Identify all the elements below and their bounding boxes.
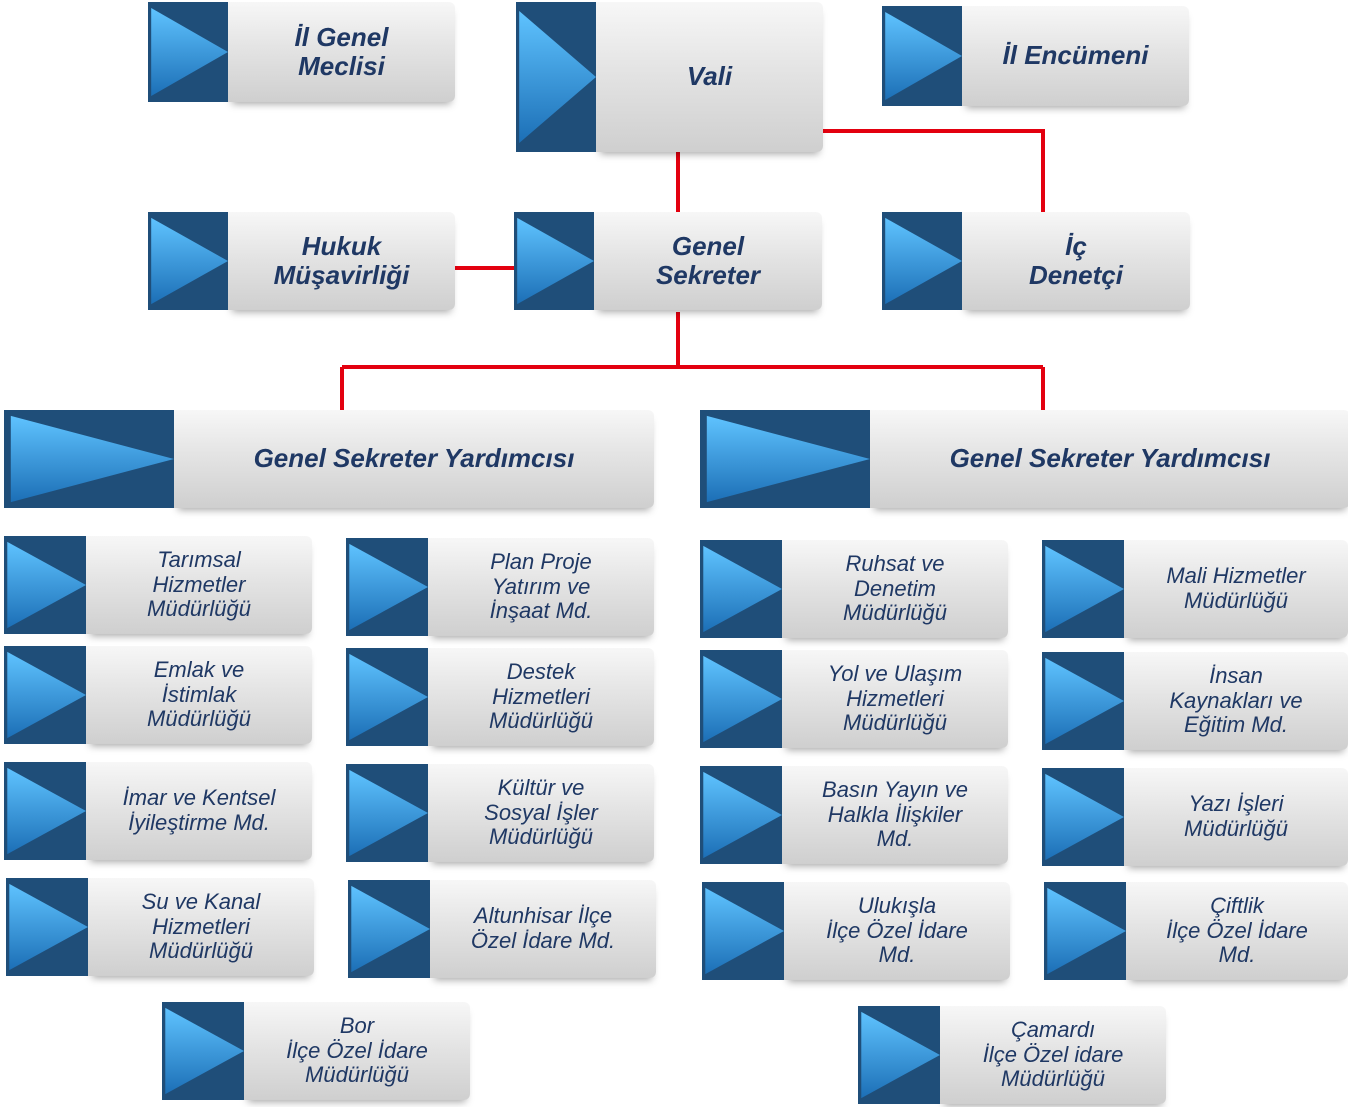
genel-sekreter-yardimcisi-right-box: Genel Sekreter Yardımcısı xyxy=(700,410,1348,508)
il-encumeni-label: İl Encümeni xyxy=(1002,40,1149,71)
vali-box: Vali xyxy=(516,2,823,152)
mali-hizmetler-label: Mali Hizmetler Müdürlüğü xyxy=(1166,563,1306,613)
ulukisla-box: Ulukışla İlçe Özel İdare Md. xyxy=(702,882,1010,980)
triangle-play-icon xyxy=(4,536,86,634)
triangle-play-icon xyxy=(858,1006,940,1104)
yol-ulasim-box: Yol ve Ulaşım Hizmetleri Müdürlüğü xyxy=(700,650,1008,748)
triangle-play-icon xyxy=(1042,540,1124,638)
genel-sekreter-yardimcisi-right-label: Genel Sekreter Yardımcısı xyxy=(949,443,1271,474)
ciftlik-box: Çiftlik İlçe Özel İdare Md. xyxy=(1044,882,1348,980)
yol-ulasim-label: Yol ve Ulaşım Hizmetleri Müdürlüğü xyxy=(827,661,963,736)
camardi-label: Çamardı İlçe Özel idare Müdürlüğü xyxy=(982,1017,1124,1092)
il-encumeni-box: İl Encümeni xyxy=(882,6,1189,106)
triangle-play-icon xyxy=(516,2,596,152)
basin-yayin-box: Basın Yayın ve Halkla İlişkiler Md. xyxy=(700,766,1008,864)
camardi-box: Çamardı İlçe Özel idare Müdürlüğü xyxy=(858,1006,1166,1104)
destek-hizmetleri-label: Destek Hizmetleri Müdürlüğü xyxy=(489,659,593,734)
connector-genel-sekreter-yardimcilar xyxy=(340,312,1045,412)
genel-sekreter-yardimcisi-left-box: Genel Sekreter Yardımcısı xyxy=(4,410,654,508)
genel-sekreter-label: Genel Sekreter xyxy=(655,230,761,290)
triangle-play-icon xyxy=(4,410,174,508)
genel-sekreter-box: Genel Sekreter xyxy=(514,212,822,310)
su-kanal-label: Su ve Kanal Hizmetleri Müdürlüğü xyxy=(141,889,261,964)
triangle-play-icon xyxy=(700,766,782,864)
triangle-play-icon xyxy=(346,764,428,862)
triangle-play-icon xyxy=(346,648,428,746)
ruhsat-denetim-label: Ruhsat ve Denetim Müdürlüğü xyxy=(843,551,947,626)
vali-label: Vali xyxy=(686,61,733,92)
triangle-play-icon xyxy=(514,212,594,310)
ic-denetci-box: İç Denetçi xyxy=(882,212,1190,310)
kultur-sosyal-label: Kültür ve Sosyal İşler Müdürlüğü xyxy=(484,775,598,850)
plan-proje-box: Plan Proje Yatırım ve İnşaat Md. xyxy=(346,538,654,636)
triangle-play-icon xyxy=(1044,882,1126,980)
il-genel-meclisi-label: İl Genel Meclisi xyxy=(294,21,389,81)
yazi-isleri-box: Yazı İşleri Müdürlüğü xyxy=(1042,768,1348,866)
triangle-play-icon xyxy=(882,212,962,310)
triangle-play-icon xyxy=(148,2,228,102)
altunhisar-label: Altunhisar İlçe Özel İdare Md. xyxy=(470,903,616,953)
triangle-play-icon xyxy=(702,882,784,980)
emlak-istimlak-box: Emlak ve İstimlak Müdürlüğü xyxy=(4,646,312,744)
imar-kentsel-label: İmar ve Kentsel İyileştirme Md. xyxy=(122,785,276,835)
triangle-play-icon xyxy=(348,880,430,978)
ic-denetci-label: İç Denetçi xyxy=(1029,230,1123,290)
yazi-isleri-label: Yazı İşleri Müdürlüğü xyxy=(1184,791,1288,841)
triangle-play-icon xyxy=(1042,652,1124,750)
tarimsal-hizmetler-box: Tarımsal Hizmetler Müdürlüğü xyxy=(4,536,312,634)
ruhsat-denetim-box: Ruhsat ve Denetim Müdürlüğü xyxy=(700,540,1008,638)
destek-hizmetleri-box: Destek Hizmetleri Müdürlüğü xyxy=(346,648,654,746)
plan-proje-label: Plan Proje Yatırım ve İnşaat Md. xyxy=(489,549,593,624)
ciftlik-label: Çiftlik İlçe Özel İdare Md. xyxy=(1166,893,1308,968)
mali-hizmetler-box: Mali Hizmetler Müdürlüğü xyxy=(1042,540,1348,638)
insan-kaynaklari-label: İnsan Kaynakları ve Eğitim Md. xyxy=(1169,663,1303,738)
connector-vali-ic-denetci xyxy=(822,129,1045,214)
triangle-play-icon xyxy=(6,878,88,976)
basin-yayin-label: Basın Yayın ve Halkla İlişkiler Md. xyxy=(822,777,968,852)
emlak-istimlak-label: Emlak ve İstimlak Müdürlüğü xyxy=(147,657,251,732)
hukuk-musavirligi-label: Hukuk Müşavirliği xyxy=(273,230,410,290)
bor-box: Bor İlçe Özel İdare Müdürlüğü xyxy=(162,1002,470,1100)
triangle-play-icon xyxy=(882,6,962,106)
triangle-play-icon xyxy=(346,538,428,636)
bor-label: Bor İlçe Özel İdare Müdürlüğü xyxy=(286,1013,428,1088)
triangle-play-icon xyxy=(700,410,870,508)
triangle-play-icon xyxy=(700,650,782,748)
triangle-play-icon xyxy=(148,212,228,310)
il-genel-meclisi-box: İl Genel Meclisi xyxy=(148,2,455,102)
genel-sekreter-yardimcisi-left-label: Genel Sekreter Yardımcısı xyxy=(253,443,575,474)
triangle-play-icon xyxy=(700,540,782,638)
altunhisar-box: Altunhisar İlçe Özel İdare Md. xyxy=(348,880,656,978)
triangle-play-icon xyxy=(4,646,86,744)
kultur-sosyal-box: Kültür ve Sosyal İşler Müdürlüğü xyxy=(346,764,654,862)
triangle-play-icon xyxy=(162,1002,244,1100)
triangle-play-icon xyxy=(4,762,86,860)
imar-kentsel-box: İmar ve Kentsel İyileştirme Md. xyxy=(4,762,312,860)
insan-kaynaklari-box: İnsan Kaynakları ve Eğitim Md. xyxy=(1042,652,1348,750)
triangle-play-icon xyxy=(1042,768,1124,866)
su-kanal-box: Su ve Kanal Hizmetleri Müdürlüğü xyxy=(6,878,314,976)
hukuk-musavirligi-box: Hukuk Müşavirliği xyxy=(148,212,455,310)
tarimsal-hizmetler-label: Tarımsal Hizmetler Müdürlüğü xyxy=(147,547,251,622)
ulukisla-label: Ulukışla İlçe Özel İdare Md. xyxy=(826,893,968,968)
